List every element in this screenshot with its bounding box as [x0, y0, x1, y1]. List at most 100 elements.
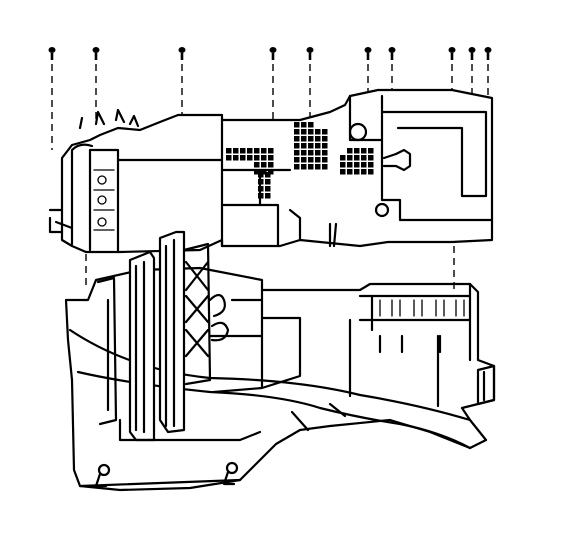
- grid-cell: [322, 136, 328, 142]
- grid-cell: [315, 136, 321, 142]
- screw-4: [269, 47, 277, 122]
- grid-cell: [261, 169, 267, 175]
- left-duct-tower: [70, 143, 120, 254]
- left-duct-ribs: [93, 169, 115, 231]
- grid-cell: [347, 148, 353, 154]
- top-left-tabs: [78, 108, 140, 130]
- grid-cell: [301, 164, 307, 170]
- grid-cell: [340, 169, 346, 175]
- grid-cell: [268, 162, 274, 168]
- grid-cell: [240, 155, 246, 161]
- grid-cell: [258, 186, 264, 192]
- grid-cell: [361, 162, 367, 168]
- grid-cell: [361, 169, 367, 175]
- duct-port-3: [97, 217, 107, 227]
- vent-slot: [455, 299, 465, 317]
- grid-cell: [268, 155, 274, 161]
- grid-cell: [361, 155, 367, 161]
- grid-cell: [308, 157, 314, 163]
- grid-cell: [315, 129, 321, 135]
- grid-cell: [354, 148, 360, 154]
- grid-cell: [368, 155, 374, 161]
- grid-cell: [254, 155, 260, 161]
- grid-cell: [315, 164, 321, 170]
- swoop-ribs: [290, 402, 347, 432]
- grid-cell: [233, 155, 239, 161]
- grid-cell: [361, 148, 367, 154]
- left-bracket: [48, 208, 74, 234]
- grid-cell: [265, 186, 271, 192]
- grid-cell: [308, 122, 314, 128]
- screw-3: [178, 47, 186, 118]
- grid-cell: [261, 162, 267, 168]
- duct-port-1: [97, 175, 107, 185]
- base-edge: [78, 418, 262, 488]
- vent-slots: [371, 299, 465, 354]
- grid-cell: [315, 143, 321, 149]
- grid-cell: [254, 162, 260, 168]
- grid-cell: [308, 129, 314, 135]
- screw-7: [388, 47, 396, 92]
- link-pivot: [374, 202, 390, 218]
- grid-cell: [301, 129, 307, 135]
- mounting-stud-right: [222, 461, 239, 486]
- grid-cell: [301, 143, 307, 149]
- upper-case-assembly: [48, 88, 494, 254]
- grid-cell: [308, 136, 314, 142]
- lower-case-assembly: [64, 230, 496, 492]
- mode-actuator: [348, 122, 368, 142]
- grid-cell: [261, 148, 267, 154]
- core-tubes: [134, 238, 176, 434]
- grid-cell: [254, 169, 260, 175]
- grid-cell: [247, 148, 253, 154]
- grid-cell: [354, 169, 360, 175]
- actuator-knob: [382, 148, 412, 172]
- grid-cell: [340, 162, 346, 168]
- right-housing-panel: [348, 94, 494, 222]
- vent-slot: [371, 299, 381, 317]
- blower-wheel: [208, 293, 230, 342]
- lattice-frame: [182, 242, 212, 386]
- door-grid-b: [294, 122, 328, 170]
- grid-cell: [294, 157, 300, 163]
- grid-cell: [265, 179, 271, 185]
- grid-cell: [322, 143, 328, 149]
- grid-cell: [308, 150, 314, 156]
- grid-cell: [268, 169, 274, 175]
- duct-port-2: [97, 195, 107, 205]
- screw-group: [48, 47, 492, 150]
- grid-cell: [322, 150, 328, 156]
- lower-linkage: [288, 208, 338, 248]
- grid-cell: [301, 136, 307, 142]
- screw-8: [448, 47, 456, 92]
- grid-cell: [258, 179, 264, 185]
- grid-cell: [233, 148, 239, 154]
- grid-cell: [368, 169, 374, 175]
- grid-cell: [315, 150, 321, 156]
- filter-door: [96, 276, 118, 426]
- alignment-lines: [85, 246, 455, 290]
- screw-10: [484, 47, 492, 96]
- grid-cell: [308, 143, 314, 149]
- grid-cell: [368, 162, 374, 168]
- grid-cell: [265, 193, 271, 199]
- grid-cell: [301, 122, 307, 128]
- door-grid-a: [226, 148, 274, 199]
- grid-cell: [294, 164, 300, 170]
- center-module: [208, 288, 302, 394]
- grid-cell: [368, 148, 374, 154]
- grid-cell: [347, 169, 353, 175]
- heater-core-block: [128, 250, 156, 442]
- side-outlet: [476, 364, 496, 406]
- grid-cell: [294, 122, 300, 128]
- screw-2: [92, 47, 100, 120]
- grid-cell: [322, 129, 328, 135]
- grid-cell: [308, 164, 314, 170]
- grid-cell: [268, 148, 274, 154]
- grid-cell: [294, 150, 300, 156]
- vent-slot: [413, 299, 423, 317]
- grid-cell: [226, 155, 232, 161]
- screw-5: [306, 47, 314, 122]
